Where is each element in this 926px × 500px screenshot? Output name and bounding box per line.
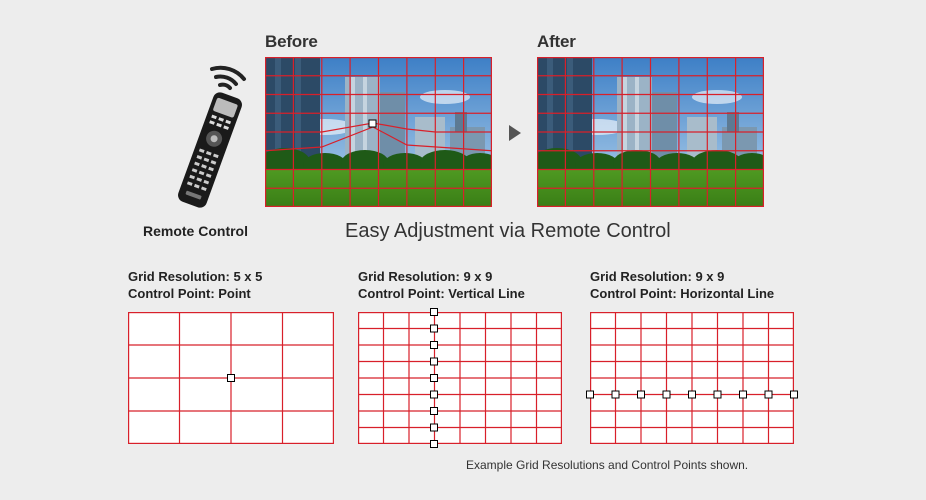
control-points-vertical	[430, 308, 438, 448]
remote-control	[160, 55, 260, 215]
after-photo	[537, 57, 764, 207]
after-label: After	[537, 32, 576, 51]
grid-5x5-point	[128, 312, 335, 449]
main-title: Easy Adjustment via Remote Control	[345, 220, 671, 242]
control-points-horizontal	[586, 390, 798, 399]
grid3-labels: Grid Resolution: 9 x 9 Control Point: Ho…	[590, 268, 774, 302]
arrow-right-icon	[509, 125, 521, 146]
grid2-control: Control Point: Vertical Line	[358, 286, 525, 301]
grid1-resolution: Grid Resolution: 5 x 5	[128, 269, 263, 284]
before-label: Before	[265, 32, 318, 51]
grid3-resolution: Grid Resolution: 9 x 9	[590, 269, 725, 284]
before-photo	[265, 57, 492, 207]
grid1-control: Control Point: Point	[128, 286, 251, 301]
grid-9x9-vertical-line	[358, 306, 564, 455]
remote-control-label: Remote Control	[143, 223, 248, 239]
grid3-control: Control Point: Horizontal Line	[590, 286, 775, 301]
grid2-labels: Grid Resolution: 9 x 9 Control Point: Ve…	[358, 268, 525, 302]
remote-control-icon	[178, 65, 246, 208]
grid1-labels: Grid Resolution: 5 x 5 Control Point: Po…	[128, 268, 262, 302]
caption: Example Grid Resolutions and Control Poi…	[466, 458, 749, 472]
grid2-resolution: Grid Resolution: 9 x 9	[358, 269, 493, 284]
control-point	[227, 374, 235, 382]
grid-9x9-horizontal-line	[585, 312, 799, 449]
